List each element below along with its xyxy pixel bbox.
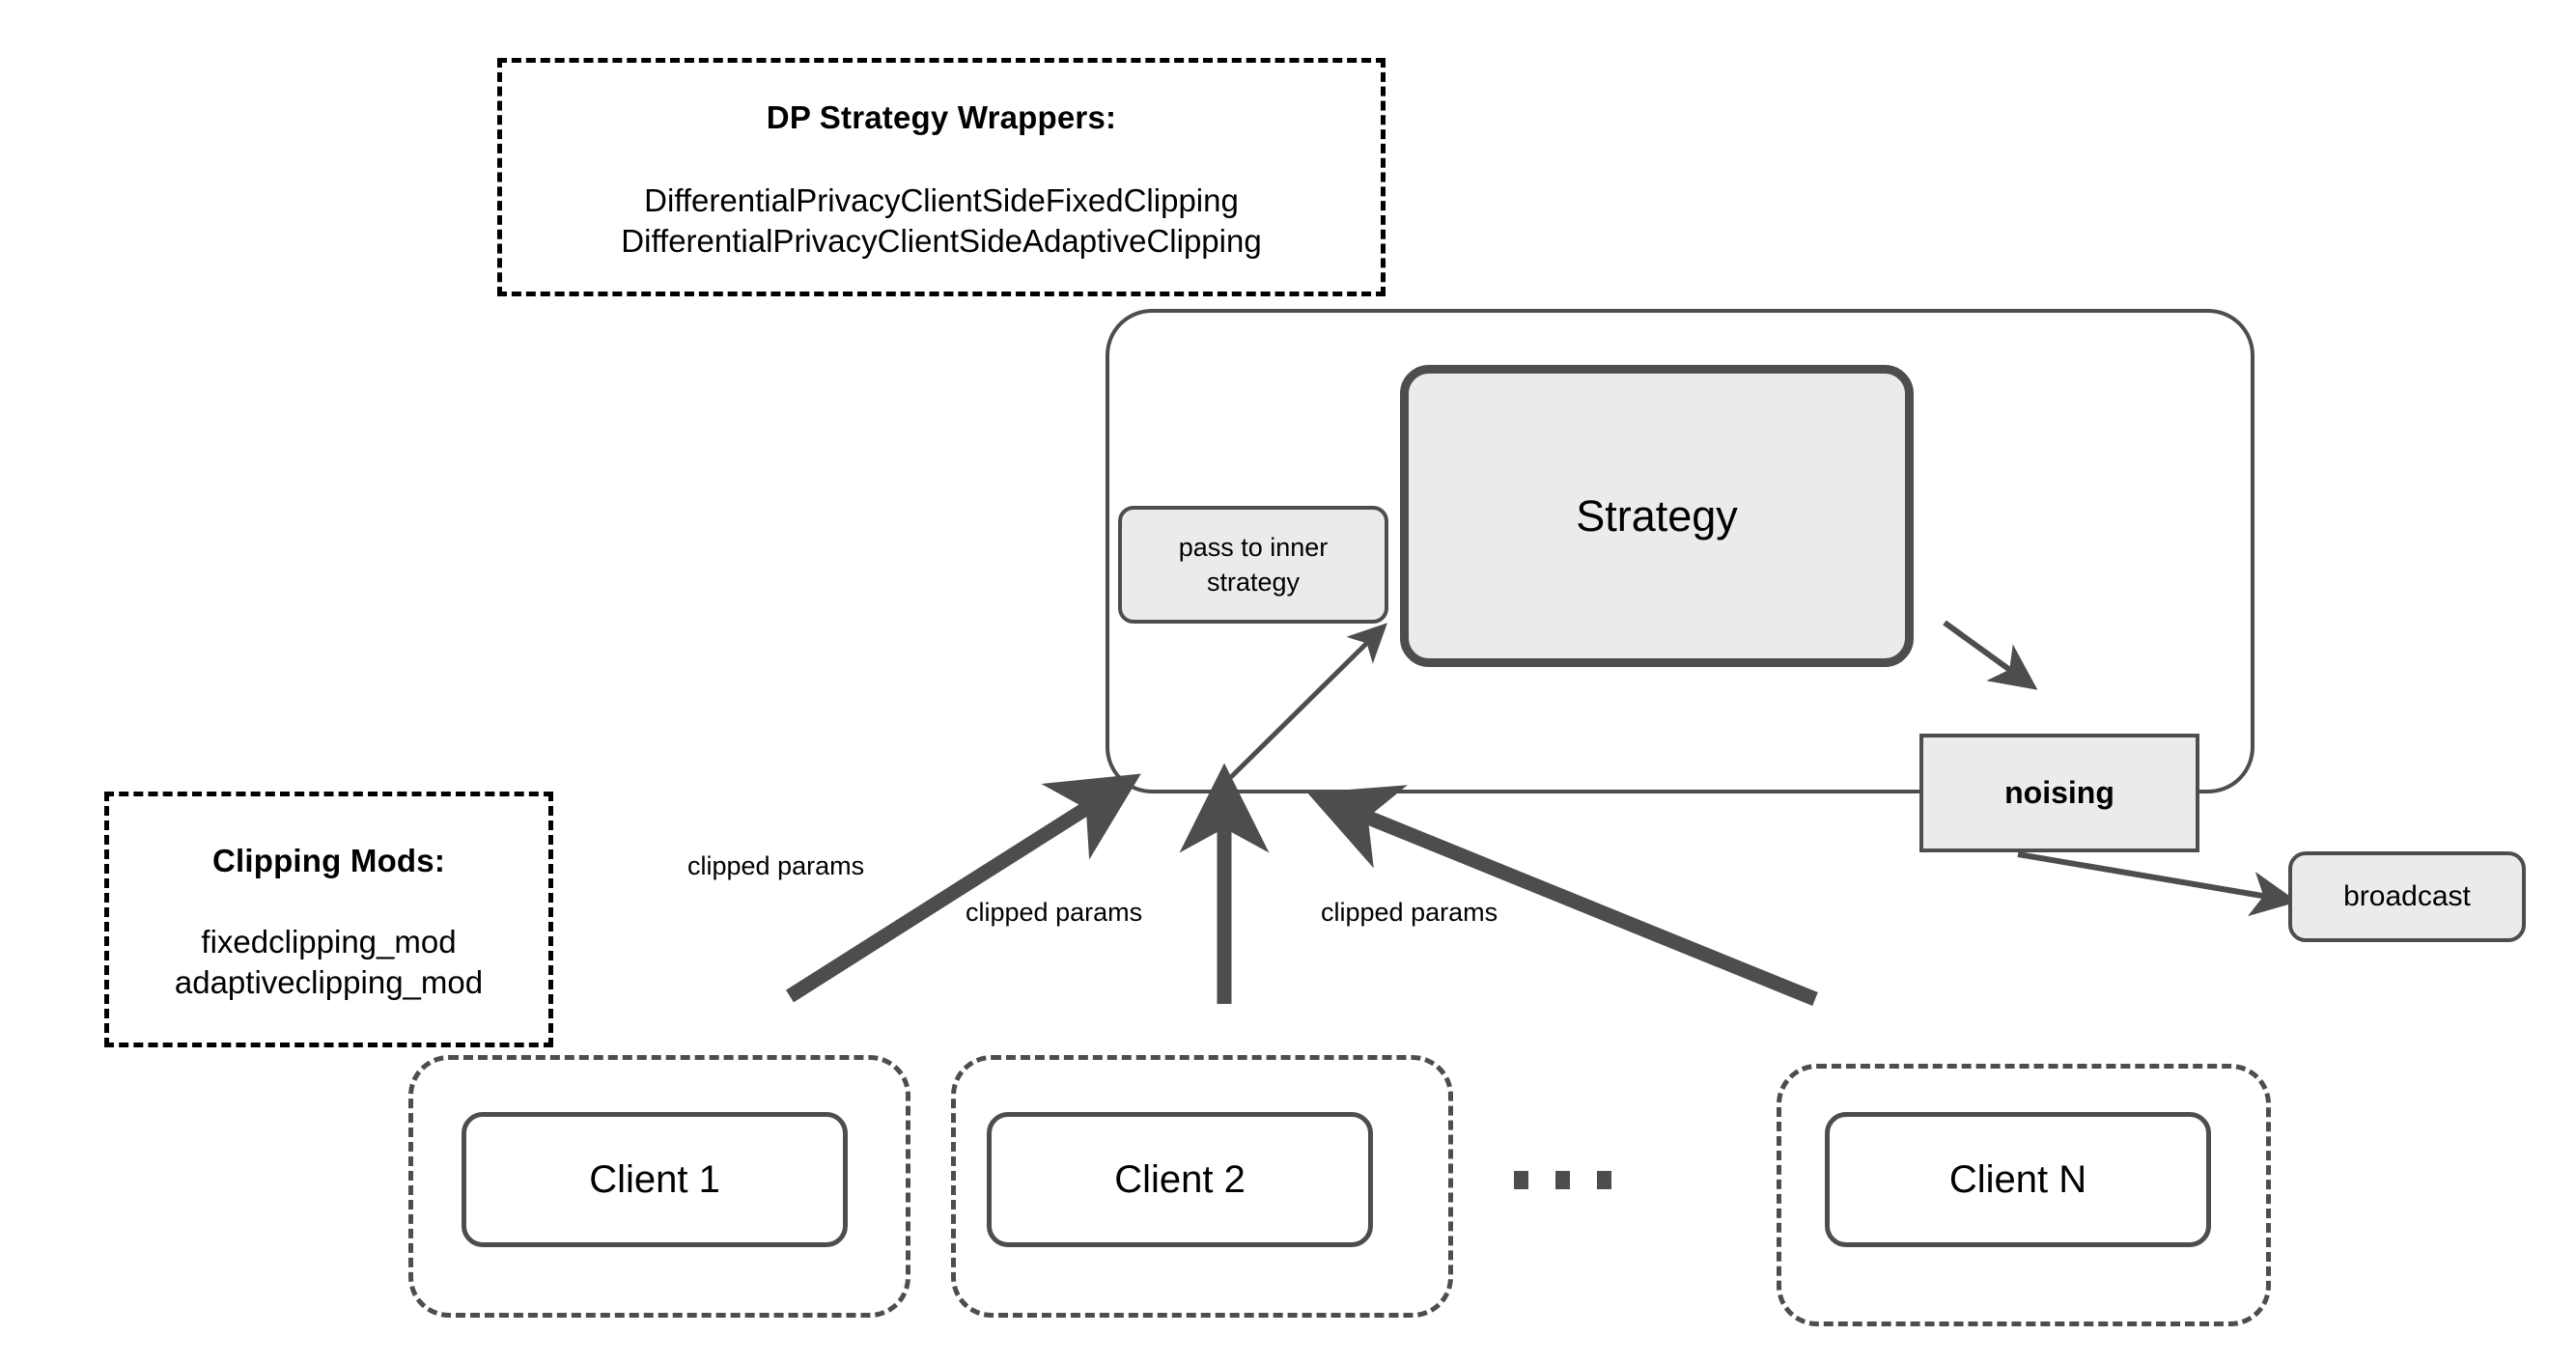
dp-strategy-wrappers-line-2: DifferentialPrivacyClientSideAdaptiveCli… — [621, 223, 1262, 259]
client-node-2-label: Client 2 — [1114, 1157, 1246, 1201]
strategy-node-label: Strategy — [1576, 490, 1738, 541]
noising-node-label: noising — [2004, 775, 2114, 810]
broadcast-node[interactable]: broadcast — [2288, 851, 2526, 942]
client-node-1[interactable]: Client 1 — [462, 1112, 848, 1247]
edge-label-clipped-params-2: clipped params — [966, 898, 1143, 927]
clipping-mods-title: Clipping Mods: — [211, 843, 446, 878]
strategy-node[interactable]: Strategy — [1400, 365, 1914, 667]
clipping-mods-annotation: Clipping Mods: fixedclipping_mod adaptiv… — [104, 792, 553, 1047]
server-container — [1106, 309, 2254, 793]
dp-strategy-wrappers-line-1: DifferentialPrivacyClientSideFixedClippi… — [644, 182, 1239, 218]
clipping-mods-line-2: adaptiveclipping_mod — [174, 964, 484, 1000]
noising-node[interactable]: noising — [1919, 734, 2199, 852]
arrow-noising-to-broadcast — [2017, 851, 2298, 917]
ellipsis-dot-3 — [1597, 1171, 1611, 1189]
clipping-mods-line-1: fixedclipping_mod — [201, 924, 457, 960]
ellipsis-dot-2 — [1555, 1171, 1570, 1189]
edge-label-clipped-params-1: clipped params — [687, 851, 865, 880]
client-node-n-label: Client N — [1948, 1157, 2087, 1201]
pass-to-inner-strategy-label-line-2: strategy — [1206, 568, 1301, 597]
client-node-2[interactable]: Client 2 — [987, 1112, 1373, 1247]
client-group-2 — [951, 1055, 1453, 1318]
ellipsis-dot-1 — [1514, 1171, 1528, 1189]
pass-to-inner-strategy-node[interactable]: pass to inner strategy — [1118, 506, 1388, 624]
client-node-1-label: Client 1 — [589, 1157, 720, 1201]
dp-strategy-wrappers-title: DP Strategy Wrappers: — [766, 99, 1117, 135]
client-group-1 — [408, 1055, 910, 1318]
broadcast-node-label: broadcast — [2343, 880, 2471, 912]
client-node-n[interactable]: Client N — [1825, 1112, 2211, 1247]
clients-ellipsis-icon — [1514, 1171, 1611, 1189]
dp-strategy-wrappers-annotation: DP Strategy Wrappers: DifferentialPrivac… — [497, 58, 1386, 296]
edge-label-clipped-params-3: clipped params — [1321, 898, 1498, 927]
client-group-n — [1777, 1064, 2271, 1326]
pass-to-inner-strategy-label-line-1: pass to inner — [1178, 532, 1329, 562]
